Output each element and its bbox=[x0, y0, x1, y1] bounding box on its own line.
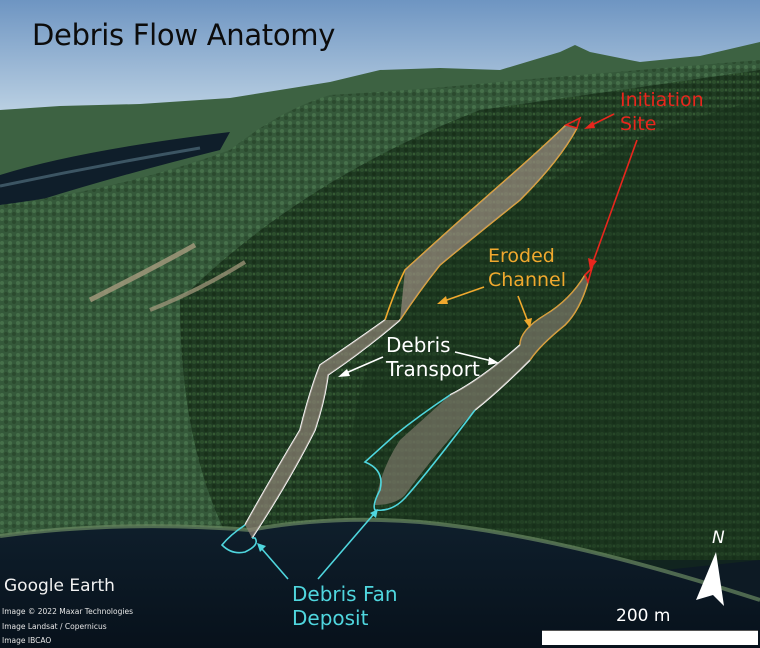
label-debris-transport: Debris Transport bbox=[386, 333, 480, 381]
label-line: Deposit bbox=[292, 606, 369, 630]
figure-title: Debris Flow Anatomy bbox=[32, 18, 336, 52]
google-earth-logo: Google Earth bbox=[4, 576, 115, 596]
credit-line: Image © 2022 Maxar Technologies bbox=[2, 607, 133, 616]
scale-label: 200 m bbox=[616, 606, 671, 626]
north-arrow-icon bbox=[696, 552, 724, 606]
credit-line: Image IBCAO bbox=[2, 636, 52, 645]
label-line: Debris bbox=[386, 333, 451, 357]
label-line: Eroded bbox=[488, 245, 555, 267]
scale-bar bbox=[542, 630, 758, 645]
label-line: Initiation bbox=[620, 89, 704, 111]
label-line: Transport bbox=[386, 357, 480, 381]
credit-line: Image Landsat / Copernicus bbox=[2, 622, 107, 631]
label-debris-fan-deposit: Debris Fan Deposit bbox=[292, 582, 398, 630]
label-line: Site bbox=[620, 113, 657, 135]
north-label: N bbox=[712, 528, 725, 548]
label-line: Debris Fan bbox=[292, 582, 398, 606]
label-line: Channel bbox=[488, 269, 567, 291]
label-eroded-channel: Eroded Channel bbox=[488, 244, 566, 292]
label-initiation-site: Initiation Site bbox=[620, 88, 704, 136]
